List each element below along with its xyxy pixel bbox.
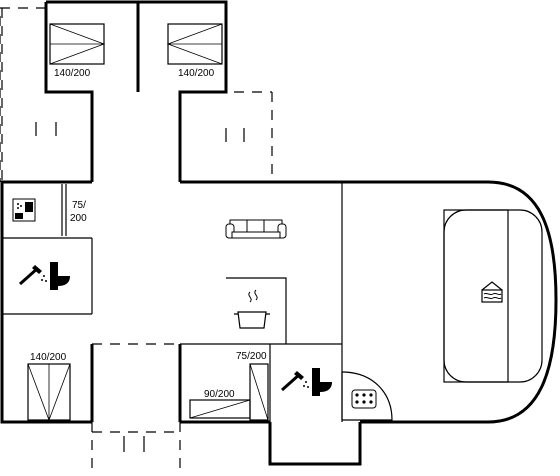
bed-top-left: [49, 23, 106, 65]
shower-icon: [19, 265, 47, 286]
bed-lower-left-label: 140/200: [30, 352, 67, 363]
spa-icon: [351, 389, 377, 409]
bed-top-left-label: 140/200: [54, 68, 91, 79]
interior-walls: [2, 122, 343, 452]
bed-top-right-label: 140/200: [178, 68, 215, 79]
sofa-icon: [225, 219, 287, 239]
shower-icon: [281, 371, 309, 392]
pool: [443, 209, 543, 383]
washing-machine-icon: [12, 198, 36, 222]
bed-lower-left: [27, 363, 71, 422]
bed-lower-mid: [189, 399, 251, 419]
bed-lower-mid-small-label: 75/200: [236, 351, 267, 362]
doors: [341, 371, 393, 421]
bunk-label-upper: 75/: [72, 200, 86, 211]
toilet-icon: [312, 368, 332, 396]
bed-lower-mid-small: [249, 363, 269, 421]
pool-icon: [481, 281, 503, 303]
cooking-pot-icon: [234, 289, 270, 329]
exterior-walls: [0, 0, 558, 466]
bed-lower-mid-label: 90/200: [204, 389, 235, 400]
toilet-icon: [50, 262, 70, 290]
bed-top-right: [166, 23, 223, 65]
bunk-label-lower: 200: [70, 213, 87, 224]
